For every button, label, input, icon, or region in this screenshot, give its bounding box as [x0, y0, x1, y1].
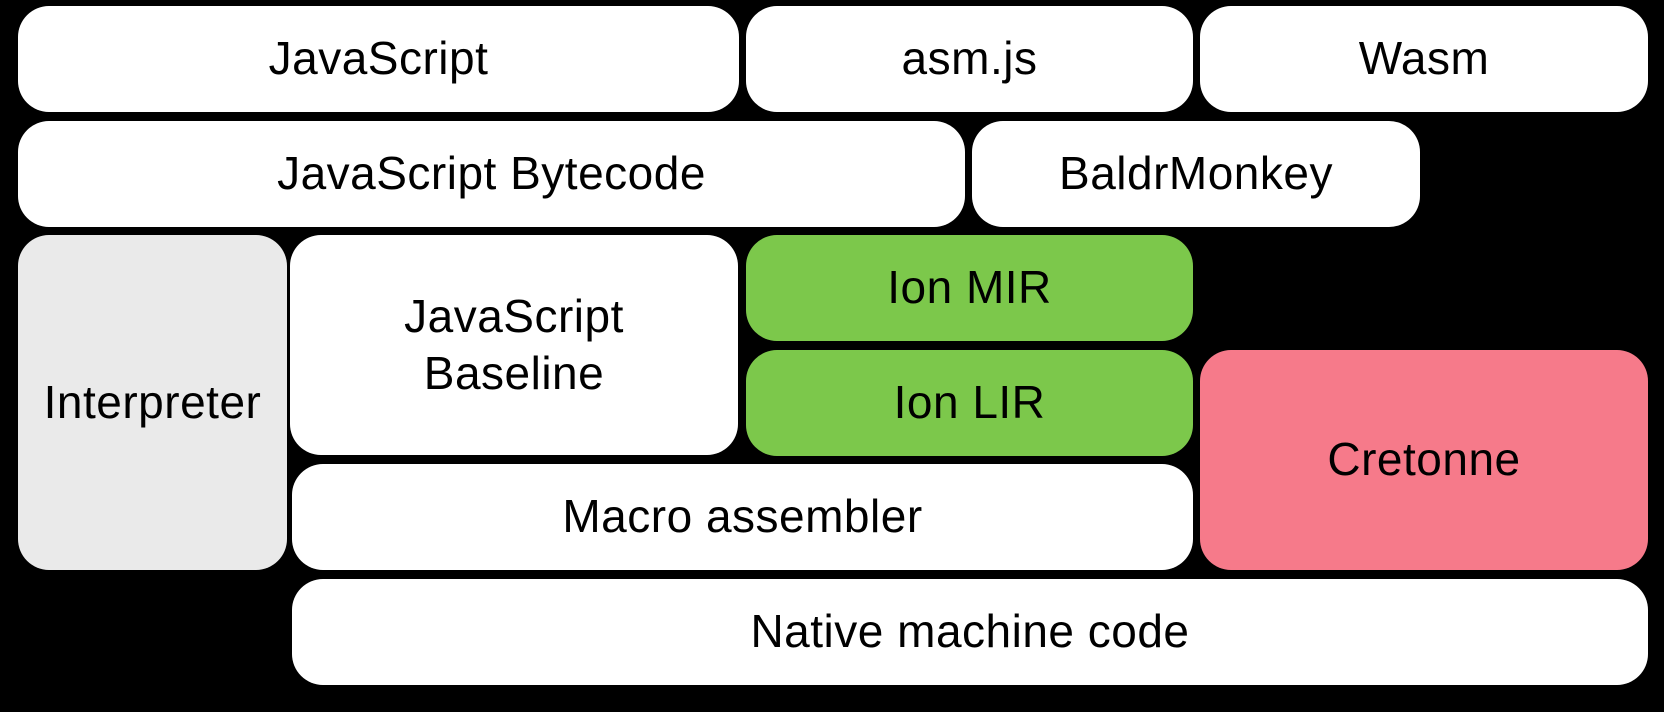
node-macro-assembler: Macro assembler	[292, 464, 1193, 570]
node-interpreter-label: Interpreter	[43, 375, 262, 428]
node-wasm: Wasm	[1200, 6, 1648, 112]
node-javascript-baseline: JavaScript Baseline	[290, 235, 738, 455]
node-asm-js-label: asm.js	[901, 32, 1038, 85]
node-native-machine-code: Native machine code	[292, 579, 1648, 685]
node-wasm-label: Wasm	[1358, 32, 1490, 85]
node-ion-lir: Ion LIR	[746, 350, 1193, 456]
node-cretonne: Cretonne	[1200, 350, 1648, 570]
node-cretonne-label: Cretonne	[1327, 433, 1521, 486]
node-baldrmonkey-label: BaldrMonkey	[1059, 147, 1333, 200]
node-baldrmonkey: BaldrMonkey	[972, 121, 1420, 227]
node-ion-mir-label: Ion MIR	[887, 261, 1052, 314]
node-javascript: JavaScript	[18, 6, 739, 112]
node-javascript-label: JavaScript	[268, 32, 489, 85]
node-asm-js: asm.js	[746, 6, 1193, 112]
node-javascript-bytecode: JavaScript Bytecode	[18, 121, 965, 227]
node-ion-lir-label: Ion LIR	[893, 376, 1046, 429]
node-javascript-bytecode-label: JavaScript Bytecode	[277, 147, 706, 200]
node-javascript-baseline-label: JavaScript Baseline	[404, 289, 624, 399]
node-interpreter: Interpreter	[18, 235, 287, 570]
node-native-machine-code-label: Native machine code	[750, 605, 1190, 658]
node-macro-assembler-label: Macro assembler	[562, 490, 923, 543]
node-ion-mir: Ion MIR	[746, 235, 1193, 341]
